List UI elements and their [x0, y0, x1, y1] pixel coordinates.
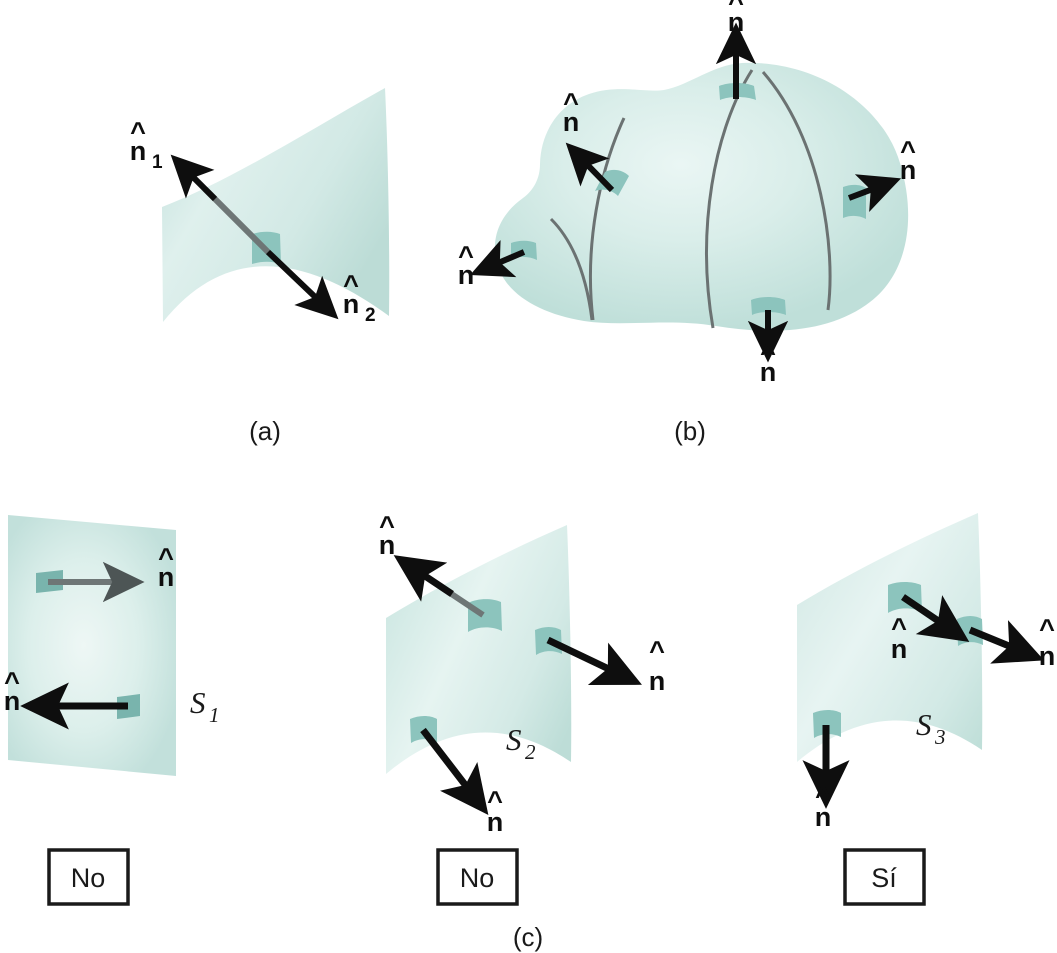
surface-2-verdict-label: No: [460, 863, 495, 893]
panel-b-patch-bottom: [751, 297, 786, 315]
panel-c-surface-1: ^ n ^ n S 1 No: [4, 515, 220, 906]
surface-3-normal-downright-arrow: [901, 594, 970, 642]
surface-1-subscript: 1: [209, 703, 220, 727]
panel-a-normal-2-subscript: 2: [365, 305, 376, 326]
surface-1-plane: [8, 515, 176, 776]
panel-b-normal-right-label: n: [900, 155, 917, 185]
surface-1-name: S: [190, 685, 206, 720]
panel-b: ^ n ^ n ^ n ^ n ^ n (b): [458, 0, 917, 446]
surface-2-normal-upleft-arrow: [393, 555, 454, 602]
surface-2-name: S: [506, 722, 522, 757]
surface-2-normal-downleft-hat: ^: [487, 786, 503, 816]
panel-b-meridian-1: [588, 117, 626, 321]
panel-a-normal-1-subscript: 1: [152, 152, 163, 173]
surface-2-normal-downright-label: n: [649, 666, 666, 696]
panel-a-normal-1-label: n: [130, 136, 147, 166]
surface-1-verdict-label: No: [71, 863, 106, 893]
surface-3-verdict-box: [843, 848, 926, 906]
panel-c-surface-2: ^ n ^ n ^ n S 2 No: [379, 511, 666, 906]
panel-b-normal-bottom-hat: ^: [760, 338, 776, 368]
panel-b-normal-right-hat: ^: [900, 136, 916, 166]
surface-2-verdict-box: [436, 848, 519, 906]
surface-1-normal-left-hat: ^: [4, 667, 20, 697]
panel-a-surface: [162, 88, 390, 322]
panel-a-normal-1-hat: ^: [130, 117, 146, 147]
panel-b-meridian-3: [761, 71, 832, 311]
surface-2-normal-downright-arrow: [546, 636, 642, 686]
panel-b-normal-upper-left-label: n: [563, 107, 580, 137]
panel-b-normal-bottom-label: n: [760, 357, 777, 387]
panel-b-normal-upper-left-arrow: [565, 142, 615, 193]
panel-a-caption: (a): [249, 416, 281, 446]
panel-a: n ^ 1 n ^ 2 (a): [130, 88, 390, 446]
panel-b-blob-surface: [494, 62, 909, 331]
panel-c-surface-3: ^ n ^ n ^ n S 3 Sí: [797, 513, 1056, 906]
panel-c-caption: (c): [513, 922, 543, 952]
panel-a-normal-1-arrow: [170, 154, 218, 202]
panel-a-normal-2-hat: ^: [343, 270, 359, 300]
panel-a-normal-1-tail: [202, 186, 271, 255]
surface-3-normal-down-hat: ^: [815, 781, 831, 811]
panel-a-normal-2-label: n: [343, 289, 360, 319]
surface-2-normal-downleft-arrow: [420, 727, 489, 815]
surface-3-patch-lower: [813, 710, 841, 738]
surface-3-name: S: [916, 707, 932, 742]
surface-2-normal-upleft-label: n: [379, 530, 396, 560]
panel-b-normal-left-arrow: [470, 240, 526, 278]
surface-2-subscript: 2: [525, 740, 536, 764]
surface-1-normal-right-label: n: [158, 562, 175, 592]
surface-3-verdict-label: Sí: [871, 863, 897, 893]
surface-3-normal-downright-hat: ^: [891, 613, 907, 643]
surface-3-normal-down-label: n: [815, 802, 832, 832]
panel-b-normal-left-hat: ^: [458, 241, 474, 271]
panel-b-normal-right-arrow: [847, 174, 902, 212]
surface-2-surface: [386, 525, 572, 774]
panel-b-normal-top-hat: ^: [728, 0, 744, 18]
surface-3-normal-right-label: n: [1039, 641, 1056, 671]
panel-a-normal-2-arrow: [265, 249, 339, 320]
surface-3-normal-right-hat: ^: [1039, 614, 1055, 644]
surface-1-normal-left-label: n: [4, 686, 21, 716]
panel-b-normal-top-label: n: [728, 7, 745, 37]
surface-1-normal-right-hat: ^: [158, 543, 174, 573]
surface-2-normal-upleft-hat: ^: [379, 511, 395, 541]
surface-3-normal-right-arrow: [968, 620, 1045, 664]
surface-3-surface: [797, 513, 983, 762]
panel-b-meridian-4: [549, 217, 594, 321]
panel-b-normal-upper-left-hat: ^: [563, 88, 579, 118]
surface-3-subscript: 3: [934, 725, 946, 749]
surface-1-patch-lower: [117, 694, 140, 719]
panel-b-normal-left-label: n: [458, 260, 475, 290]
surface-3-normal-downright-label: n: [891, 634, 908, 664]
surface-2-patch-upper: [468, 599, 502, 632]
surface-2-normal-downright-hat: ^: [649, 636, 665, 666]
panel-b-caption: (b): [674, 416, 706, 446]
surface-2-normal-downleft-label: n: [487, 807, 504, 837]
surface-1-verdict-box: [47, 848, 130, 906]
